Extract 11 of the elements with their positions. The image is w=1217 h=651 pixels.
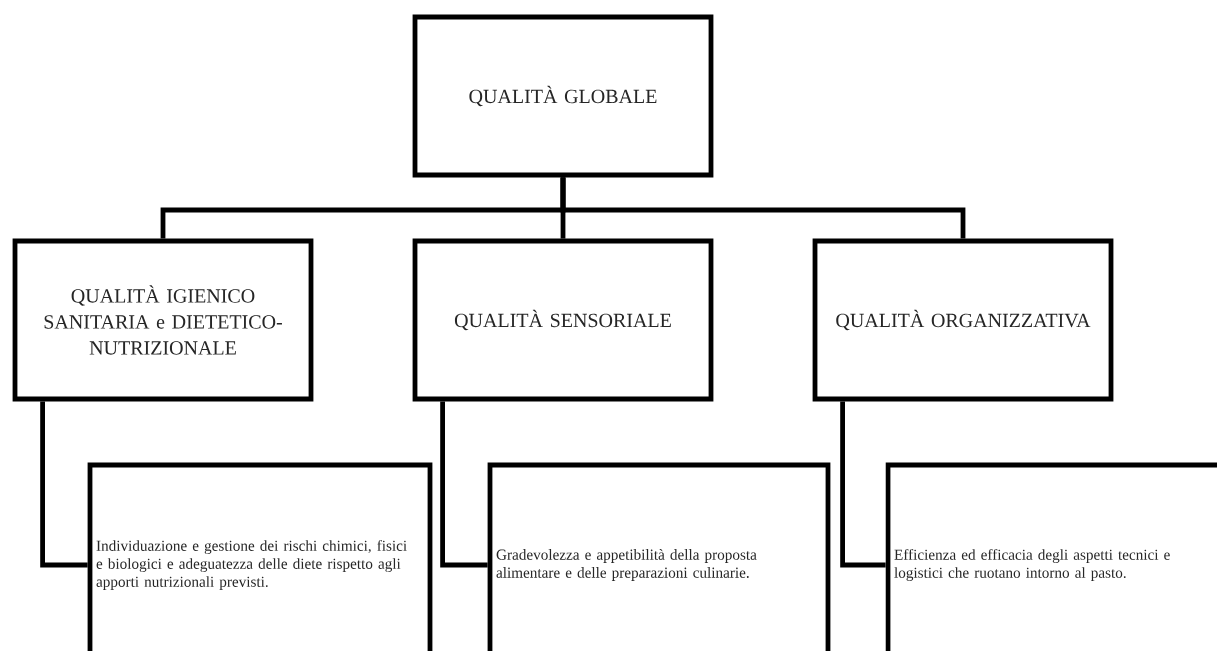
description-box: Gradevolezza e appetibilità della proposta alimentare e delle preparazioni culinarie. (487, 462, 831, 651)
category-box: QUALITÀ SENSORIALE (412, 238, 714, 402)
category-box: QUALITÀ IGIENICO SANITARIA e DIETETICO-NUTRIZIONALE (12, 238, 314, 402)
category-box: QUALITÀ GLOBALE (412, 14, 714, 178)
category-box: QUALITÀ ORGANIZZATIVA (812, 238, 1114, 402)
connector-line (560, 177, 966, 239)
connector-line (440, 401, 488, 568)
description-box: Efficienza ed efficacia degli aspetti tecnici e logistici che ruotano intorno al pasto. (885, 462, 1217, 651)
connector-line (40, 401, 88, 568)
connector-line (840, 401, 886, 568)
description-box: Individuazione e gestione dei rischi chimici, fisici e biologici e adeguatezza delle diete rispetto agli apporti nutrizionali previsti. (87, 462, 433, 651)
